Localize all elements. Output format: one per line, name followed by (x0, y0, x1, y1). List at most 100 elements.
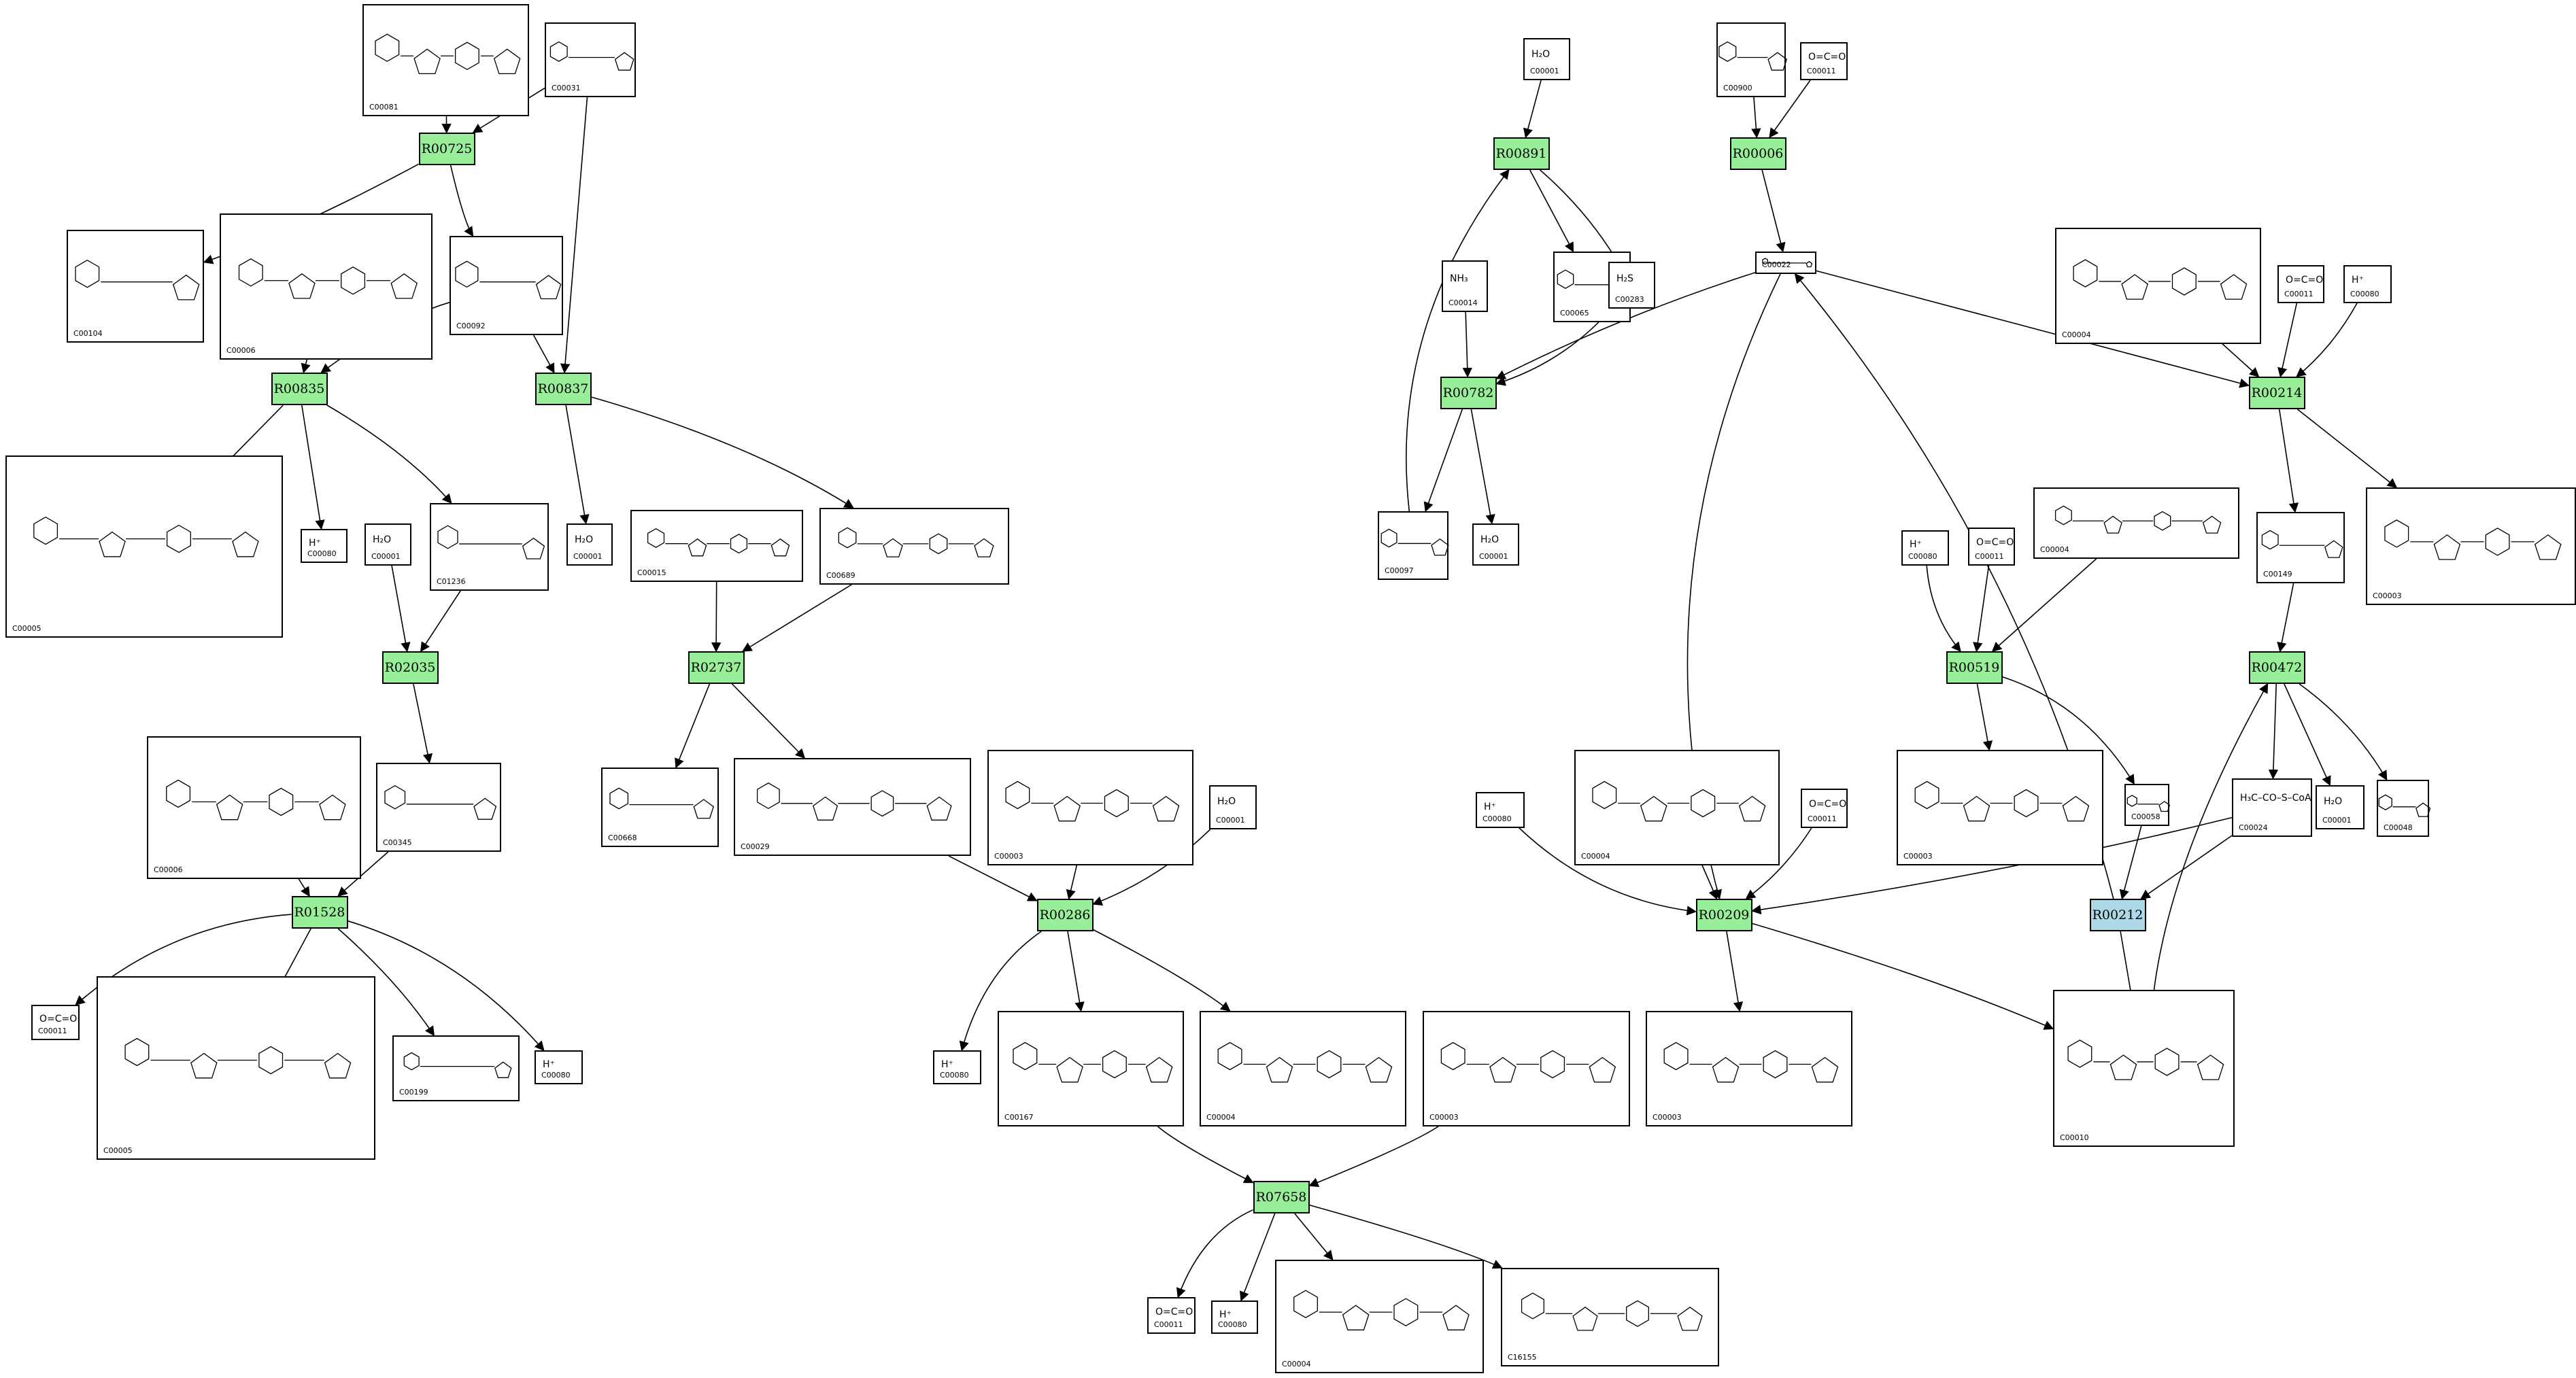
compound-c00104[interactable]: C00104 (67, 230, 204, 343)
reaction-r00837[interactable]: R00837 (535, 373, 592, 405)
compound-formula: O=C=O (2286, 275, 2324, 286)
compound-formula: H₂O (1480, 534, 1499, 545)
compound-formula: O=C=O (1809, 798, 1847, 810)
compound-c00080[interactable]: H⁺C00080 (301, 529, 348, 563)
compound-c00006[interactable]: C00006 (220, 213, 433, 360)
reaction-r00209[interactable]: R00209 (1695, 899, 1752, 931)
compound-c00029[interactable]: C00029 (734, 758, 971, 856)
compound-c00900[interactable]: C00900 (1716, 22, 1787, 97)
structure-icon (1663, 1041, 1839, 1083)
compound-c01236[interactable]: C01236 (430, 503, 549, 591)
compound-c00167[interactable]: C00167 (998, 1011, 1184, 1126)
compound-c00058[interactable]: C00058 (2124, 784, 2171, 826)
edge-R00472-c_C00001f (2284, 683, 2331, 787)
reaction-r02737[interactable]: R02737 (688, 651, 745, 684)
reaction-r00286[interactable]: R00286 (1036, 899, 1094, 931)
reaction-r02035[interactable]: R02035 (382, 651, 439, 684)
compound-c00345[interactable]: C00345 (376, 763, 501, 852)
compound-c16155[interactable]: C16155 (1501, 1268, 1719, 1366)
compound-c00004[interactable]: C00004 (2055, 228, 2261, 344)
compound-c00005[interactable]: C00005 (5, 455, 283, 638)
edge-R02737-c_C00029 (731, 683, 806, 759)
compound-c00080[interactable]: H⁺C00080 (2343, 265, 2392, 303)
structure-icon (838, 527, 994, 557)
compound-c00015[interactable]: C00015 (630, 510, 803, 582)
compound-c00199[interactable]: C00199 (392, 1035, 520, 1101)
reaction-r00519[interactable]: R00519 (1946, 651, 2003, 684)
reaction-r00782[interactable]: R00782 (1440, 377, 1497, 409)
compound-id-label: C00011 (1808, 814, 1837, 823)
edge-R00209-c_C00003c (1726, 931, 1744, 1012)
compound-c00689[interactable]: C00689 (819, 508, 1009, 585)
compound-c00668[interactable]: C00668 (601, 768, 719, 847)
edge-c_C00011c-R00006 (1769, 80, 1811, 139)
compound-c00011[interactable]: O=C=O C00011 (1801, 789, 1848, 828)
reaction-r01528[interactable]: R01528 (291, 896, 348, 929)
edge-c_C00022-R00214 (1816, 270, 2250, 388)
compound-c00097[interactable]: C00097 (1378, 511, 1449, 580)
compound-c00004[interactable]: C00004 (1275, 1260, 1484, 1373)
compound-c00081[interactable]: C00081 (362, 4, 529, 116)
compound-id-label: C00006 (226, 346, 256, 355)
compound-c00022[interactable]: C00022 (1755, 252, 1816, 274)
reaction-r00212[interactable]: R00212 (2089, 899, 2146, 931)
compound-c00003[interactable]: C00003 (1646, 1011, 1852, 1126)
compound-c00080[interactable]: H⁺C00080 (1901, 530, 1949, 566)
reaction-r00214[interactable]: R00214 (2248, 377, 2305, 409)
compound-c00080[interactable]: H⁺C00080 (1476, 792, 1525, 828)
structure-icon (2067, 1039, 2224, 1080)
reaction-r00472[interactable]: R00472 (2248, 651, 2305, 684)
structure-icon (647, 528, 790, 557)
compound-c00003[interactable]: C00003 (1897, 750, 2103, 865)
edge-R07658-c_C16155 (1309, 1204, 1503, 1269)
compound-c00006[interactable]: C00006 (147, 736, 361, 879)
reaction-r00835[interactable]: R00835 (271, 373, 328, 405)
compound-id-label: C00022 (1762, 260, 1791, 269)
reaction-r07658[interactable]: R07658 (1253, 1181, 1310, 1213)
structure-icon (549, 41, 634, 71)
compound-c00092[interactable]: C00092 (450, 236, 563, 335)
edge-R00006-c_C00022 (1761, 169, 1786, 253)
compound-c00149[interactable]: C00149 (2256, 512, 2345, 583)
compound-c00010[interactable]: C00010 (2053, 990, 2235, 1147)
compound-c00003[interactable]: C00003 (1423, 1011, 1630, 1126)
reaction-r00891[interactable]: R00891 (1493, 137, 1550, 170)
compound-c00031[interactable]: C00031 (545, 22, 636, 97)
compound-c00080[interactable]: H⁺C00080 (1211, 1301, 1258, 1334)
compound-c00004[interactable]: C00004 (1574, 750, 1780, 865)
structure-icon (2384, 519, 2562, 560)
structure-icon (1005, 780, 1180, 822)
compound-id-label: C00029 (741, 842, 770, 851)
reaction-r00725[interactable]: R00725 (418, 133, 475, 165)
compound-c00003[interactable]: C00003 (2366, 487, 2576, 605)
compound-c00048[interactable]: C00048 (2377, 780, 2430, 837)
compound-c00004[interactable]: C00004 (1200, 1011, 1406, 1126)
compound-c00080[interactable]: H⁺C00080 (933, 1050, 981, 1084)
compound-c00004[interactable]: C00004 (2033, 487, 2239, 559)
edge-c_C00011d-R00214 (2277, 303, 2298, 378)
structure-icon (1380, 528, 1449, 556)
compound-c00080[interactable]: H⁺C00080 (535, 1050, 583, 1084)
reaction-r00006[interactable]: R00006 (1729, 137, 1786, 170)
compound-c00005[interactable]: C00005 (97, 976, 375, 1160)
compound-id-label: C00001 (2322, 816, 2352, 825)
structure-icon (33, 516, 259, 557)
structure-icon (1521, 1292, 1703, 1331)
compound-c00003[interactable]: C00003 (987, 750, 1193, 865)
structure-icon (75, 259, 200, 300)
edge-R00214-c_C00003d (2297, 409, 2398, 488)
